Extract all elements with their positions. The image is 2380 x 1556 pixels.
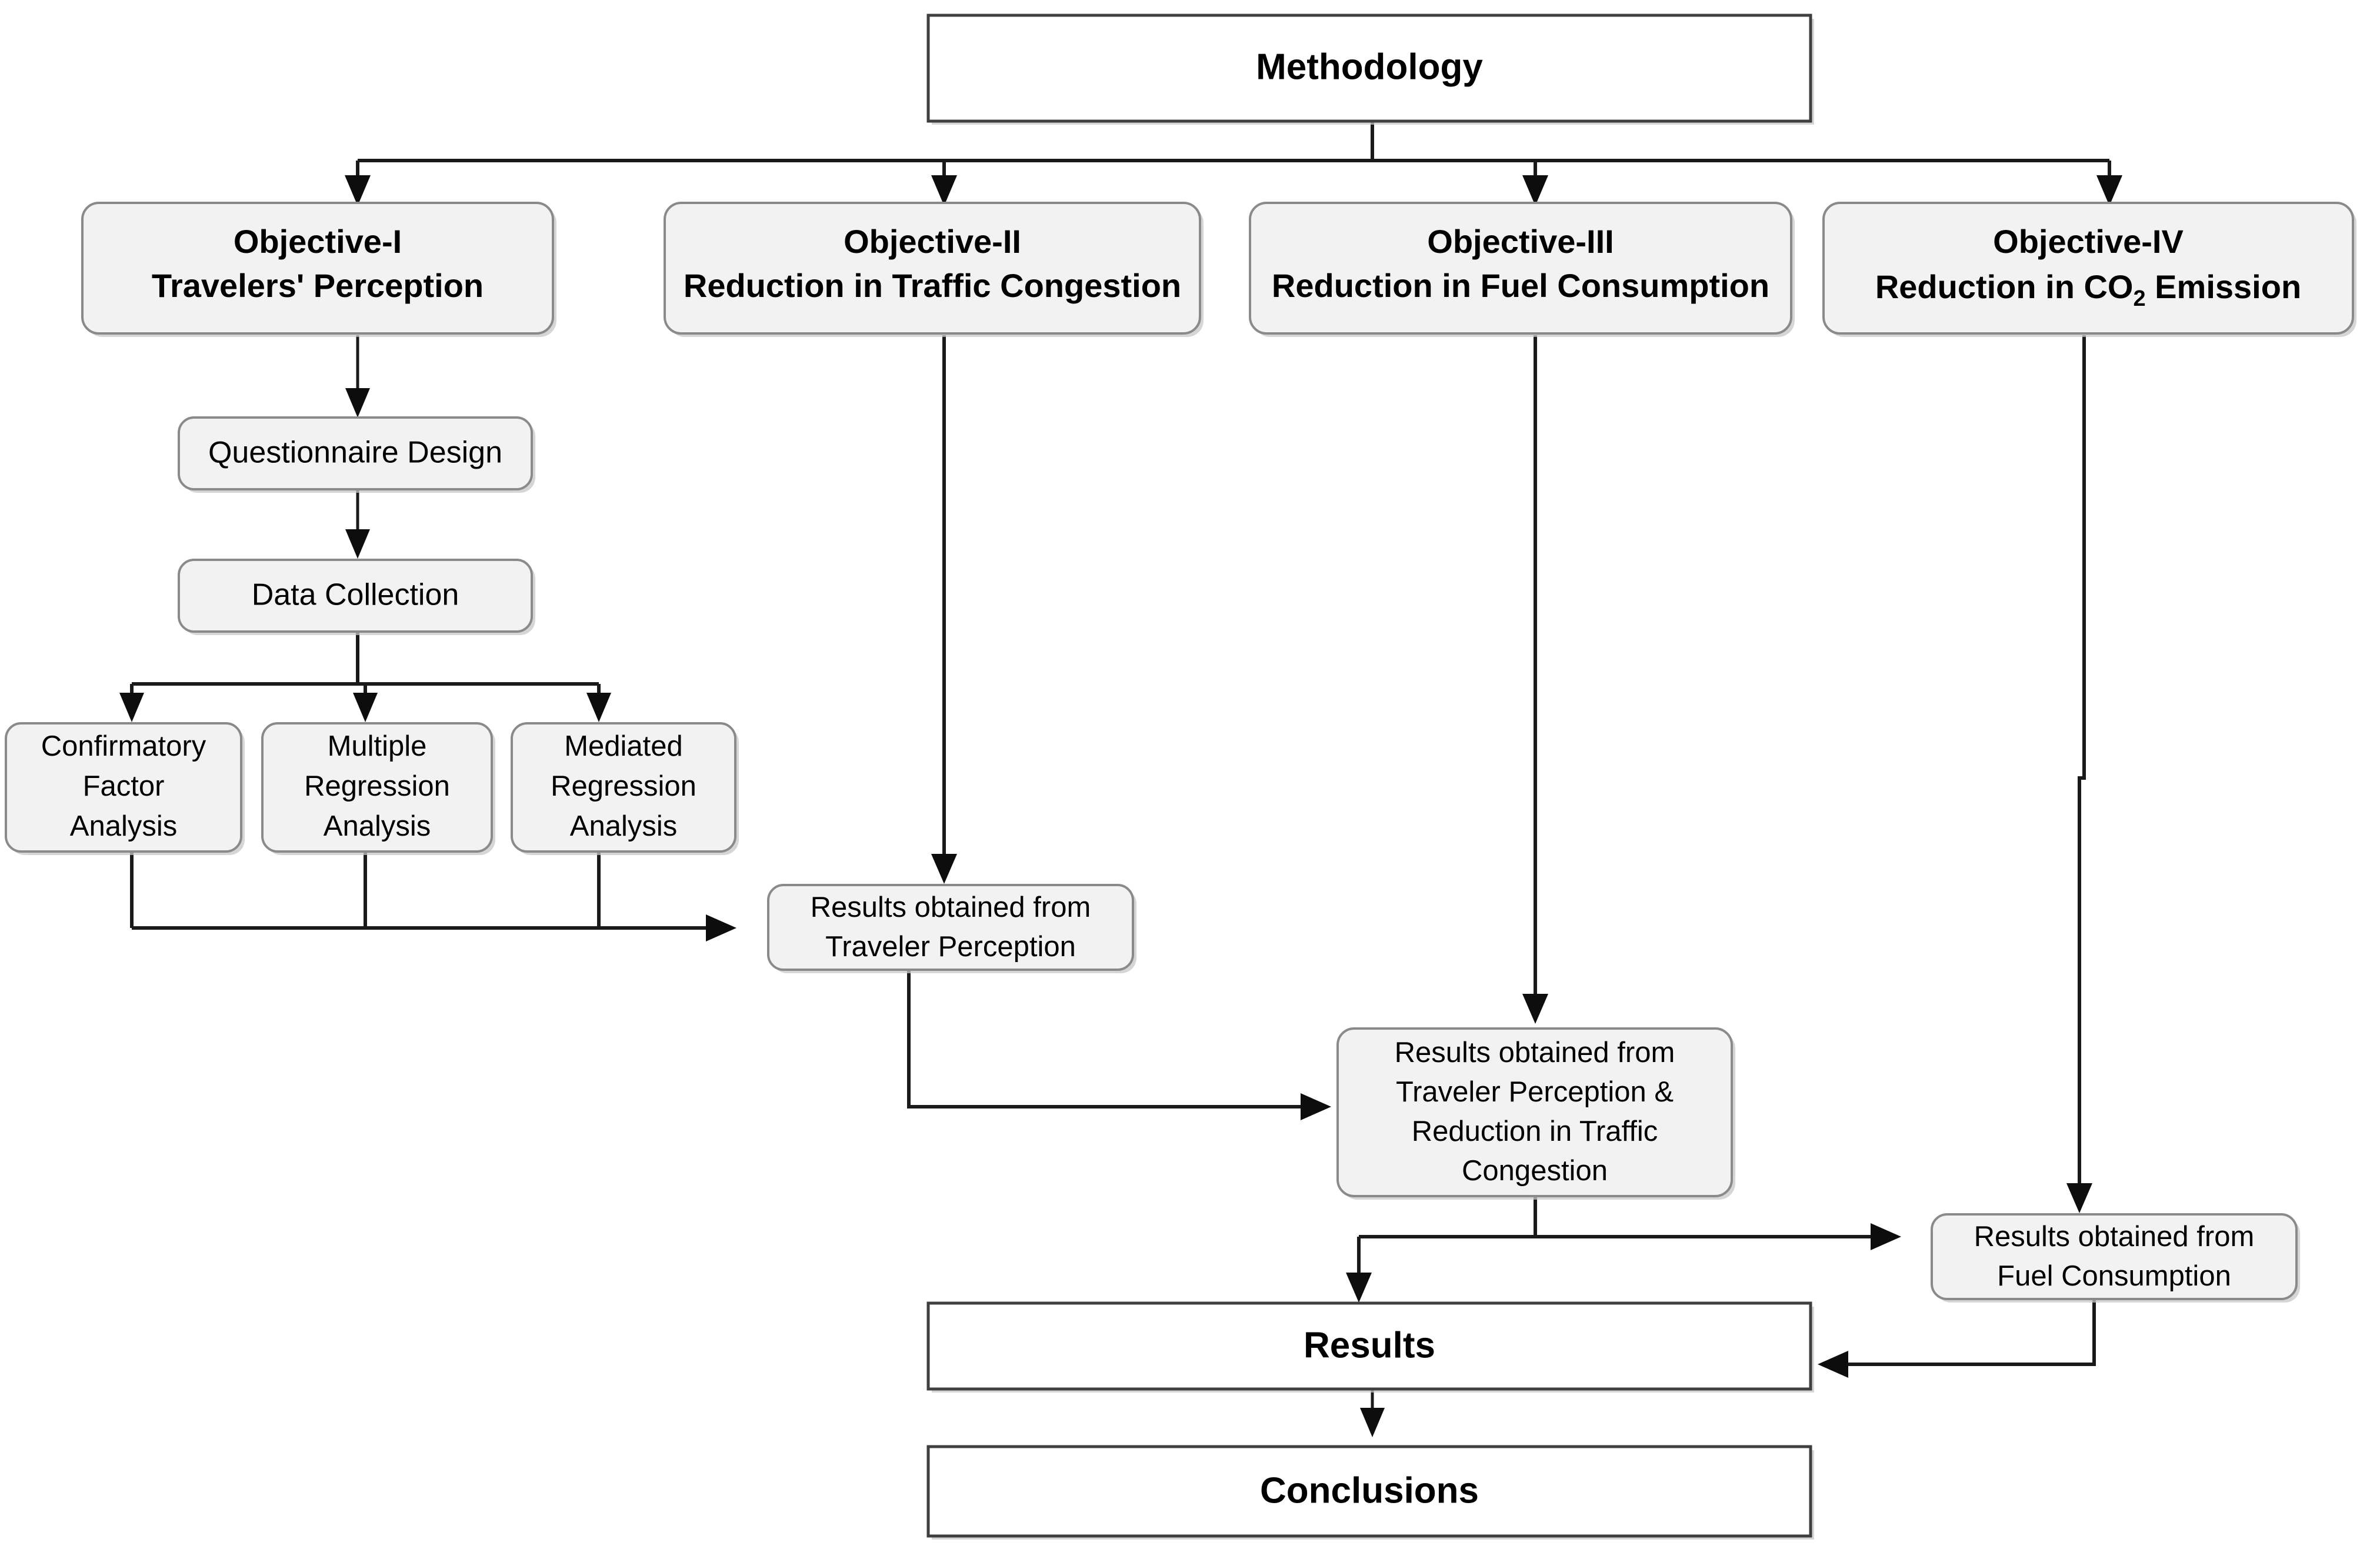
- questionnaire-design-label: Questionnaire Design: [208, 436, 502, 470]
- results-traveler-line2: Traveler Perception: [825, 931, 1076, 963]
- arrow-into-results-fuel-top: [2066, 1183, 2092, 1213]
- edge-methodology-bus: [356, 122, 2111, 194]
- confirmatory-line2: Factor: [83, 770, 165, 802]
- multiple-line2: Regression: [304, 770, 450, 802]
- results-fuel-line2: Fuel Consumption: [1997, 1260, 2231, 1292]
- results-label: Results: [1304, 1325, 1435, 1365]
- objective-3-line2: Reduction in Fuel Consumption: [1272, 267, 1769, 304]
- arrow-to-data-collection: [345, 529, 370, 559]
- arrow-to-mediated-regression-analysis: [586, 693, 611, 722]
- results-combined-line3: Reduction in Traffic: [1412, 1116, 1658, 1147]
- objective-1-line1: Objective-I: [234, 223, 402, 260]
- confirmatory-line1: Confirmatory: [41, 730, 206, 762]
- objective-4-line2-post: Emission: [2146, 268, 2302, 305]
- results-fuel-line1: Results obtained from: [1974, 1221, 2255, 1253]
- node-confirmatory-factor-analysis[interactable]: Confirmatory Factor Analysis: [5, 722, 245, 855]
- objective-4-line2: Reduction in CO2 Emission: [1875, 268, 2301, 311]
- arrow-into-results-combined-top: [1522, 994, 1548, 1024]
- mediated-line3: Analysis: [570, 810, 677, 842]
- edge-analyses-bus-to-traveler-results: [130, 848, 715, 930]
- arrow-to-objective-3: [1522, 175, 1548, 206]
- objective-4-line2-pre: Reduction in CO: [1875, 268, 2134, 305]
- data-collection-label: Data Collection: [252, 578, 459, 612]
- multiple-line1: Multiple: [328, 730, 427, 762]
- node-results-traveler-perception[interactable]: Results obtained from Traveler Perceptio…: [767, 884, 1136, 973]
- node-multiple-regression-analysis[interactable]: Multiple Regression Analysis: [261, 722, 495, 855]
- arrow-to-objective-4: [2096, 175, 2122, 206]
- node-objective-3[interactable]: Objective-III Reduction in Fuel Consumpt…: [1249, 202, 1795, 337]
- arrow-to-confirmatory-factor-analysis: [119, 693, 144, 722]
- node-mediated-regression-analysis[interactable]: Mediated Regression Analysis: [511, 722, 739, 855]
- arrow-to-multiple-regression-analysis: [353, 693, 378, 722]
- results-traveler-line1: Results obtained from: [811, 891, 1091, 923]
- node-objective-1[interactable]: Objective-I Travelers' Perception: [81, 202, 556, 337]
- objective-2-line1: Objective-II: [844, 223, 1021, 260]
- arrow-into-results-combined-left: [1301, 1093, 1331, 1120]
- arrow-to-objective-2: [931, 175, 957, 206]
- arrow-into-results-box-top: [1346, 1273, 1372, 1303]
- node-data-collection[interactable]: Data Collection: [178, 559, 535, 635]
- confirmatory-line3: Analysis: [70, 810, 177, 842]
- mediated-line2: Regression: [551, 770, 696, 802]
- node-conclusions[interactable]: Conclusions: [926, 1445, 1814, 1540]
- objective-1-line2: Travelers' Perception: [152, 267, 484, 304]
- conclusions-label: Conclusions: [1260, 1470, 1479, 1511]
- arrow-to-objective-1: [345, 175, 371, 206]
- arrow-into-results-traveler-perception-top: [931, 854, 957, 884]
- edge-combined-results-out: [1357, 1193, 1879, 1285]
- arrow-into-results-traveler-perception-left: [706, 914, 736, 941]
- objective-4-line2-subscript: 2: [2133, 286, 2145, 311]
- node-objective-4[interactable]: Objective-IV Reduction in CO2 Emission: [1822, 202, 2356, 337]
- node-results[interactable]: Results: [926, 1301, 1814, 1393]
- node-results-perception-congestion[interactable]: Results obtained from Traveler Perceptio…: [1336, 1027, 1735, 1200]
- arrow-into-results-fuel-left: [1871, 1223, 1901, 1250]
- edge-fuel-results-to-results: [1840, 1279, 2096, 1366]
- multiple-line3: Analysis: [324, 810, 431, 842]
- arrow-to-conclusions: [1360, 1408, 1385, 1437]
- objective-2-line2: Reduction in Traffic Congestion: [684, 267, 1181, 304]
- mediated-line1: Mediated: [564, 730, 683, 762]
- objective-3-line1: Objective-III: [1427, 223, 1614, 260]
- results-combined-line4: Congestion: [1462, 1155, 1608, 1187]
- edge-traveler-results-to-combined: [907, 969, 1309, 1108]
- arrow-to-questionnaire-design: [345, 388, 370, 418]
- edge-layer: [119, 122, 2122, 1437]
- arrow-into-results-box-right: [1818, 1351, 1848, 1378]
- node-methodology[interactable]: Methodology: [926, 14, 1814, 125]
- methodology-label: Methodology: [1256, 46, 1483, 87]
- node-results-fuel-consumption[interactable]: Results obtained from Fuel Consumption: [1931, 1213, 2300, 1303]
- objective-4-line1: Objective-IV: [1993, 223, 2184, 260]
- results-combined-line1: Results obtained from: [1395, 1037, 1675, 1069]
- node-questionnaire-design[interactable]: Questionnaire Design: [178, 416, 535, 493]
- node-objective-2[interactable]: Objective-II Reduction in Traffic Conges…: [664, 202, 1204, 337]
- edge-obj4-fuel-results: [2078, 335, 2086, 1194]
- results-combined-line2: Traveler Perception &: [1396, 1076, 1674, 1108]
